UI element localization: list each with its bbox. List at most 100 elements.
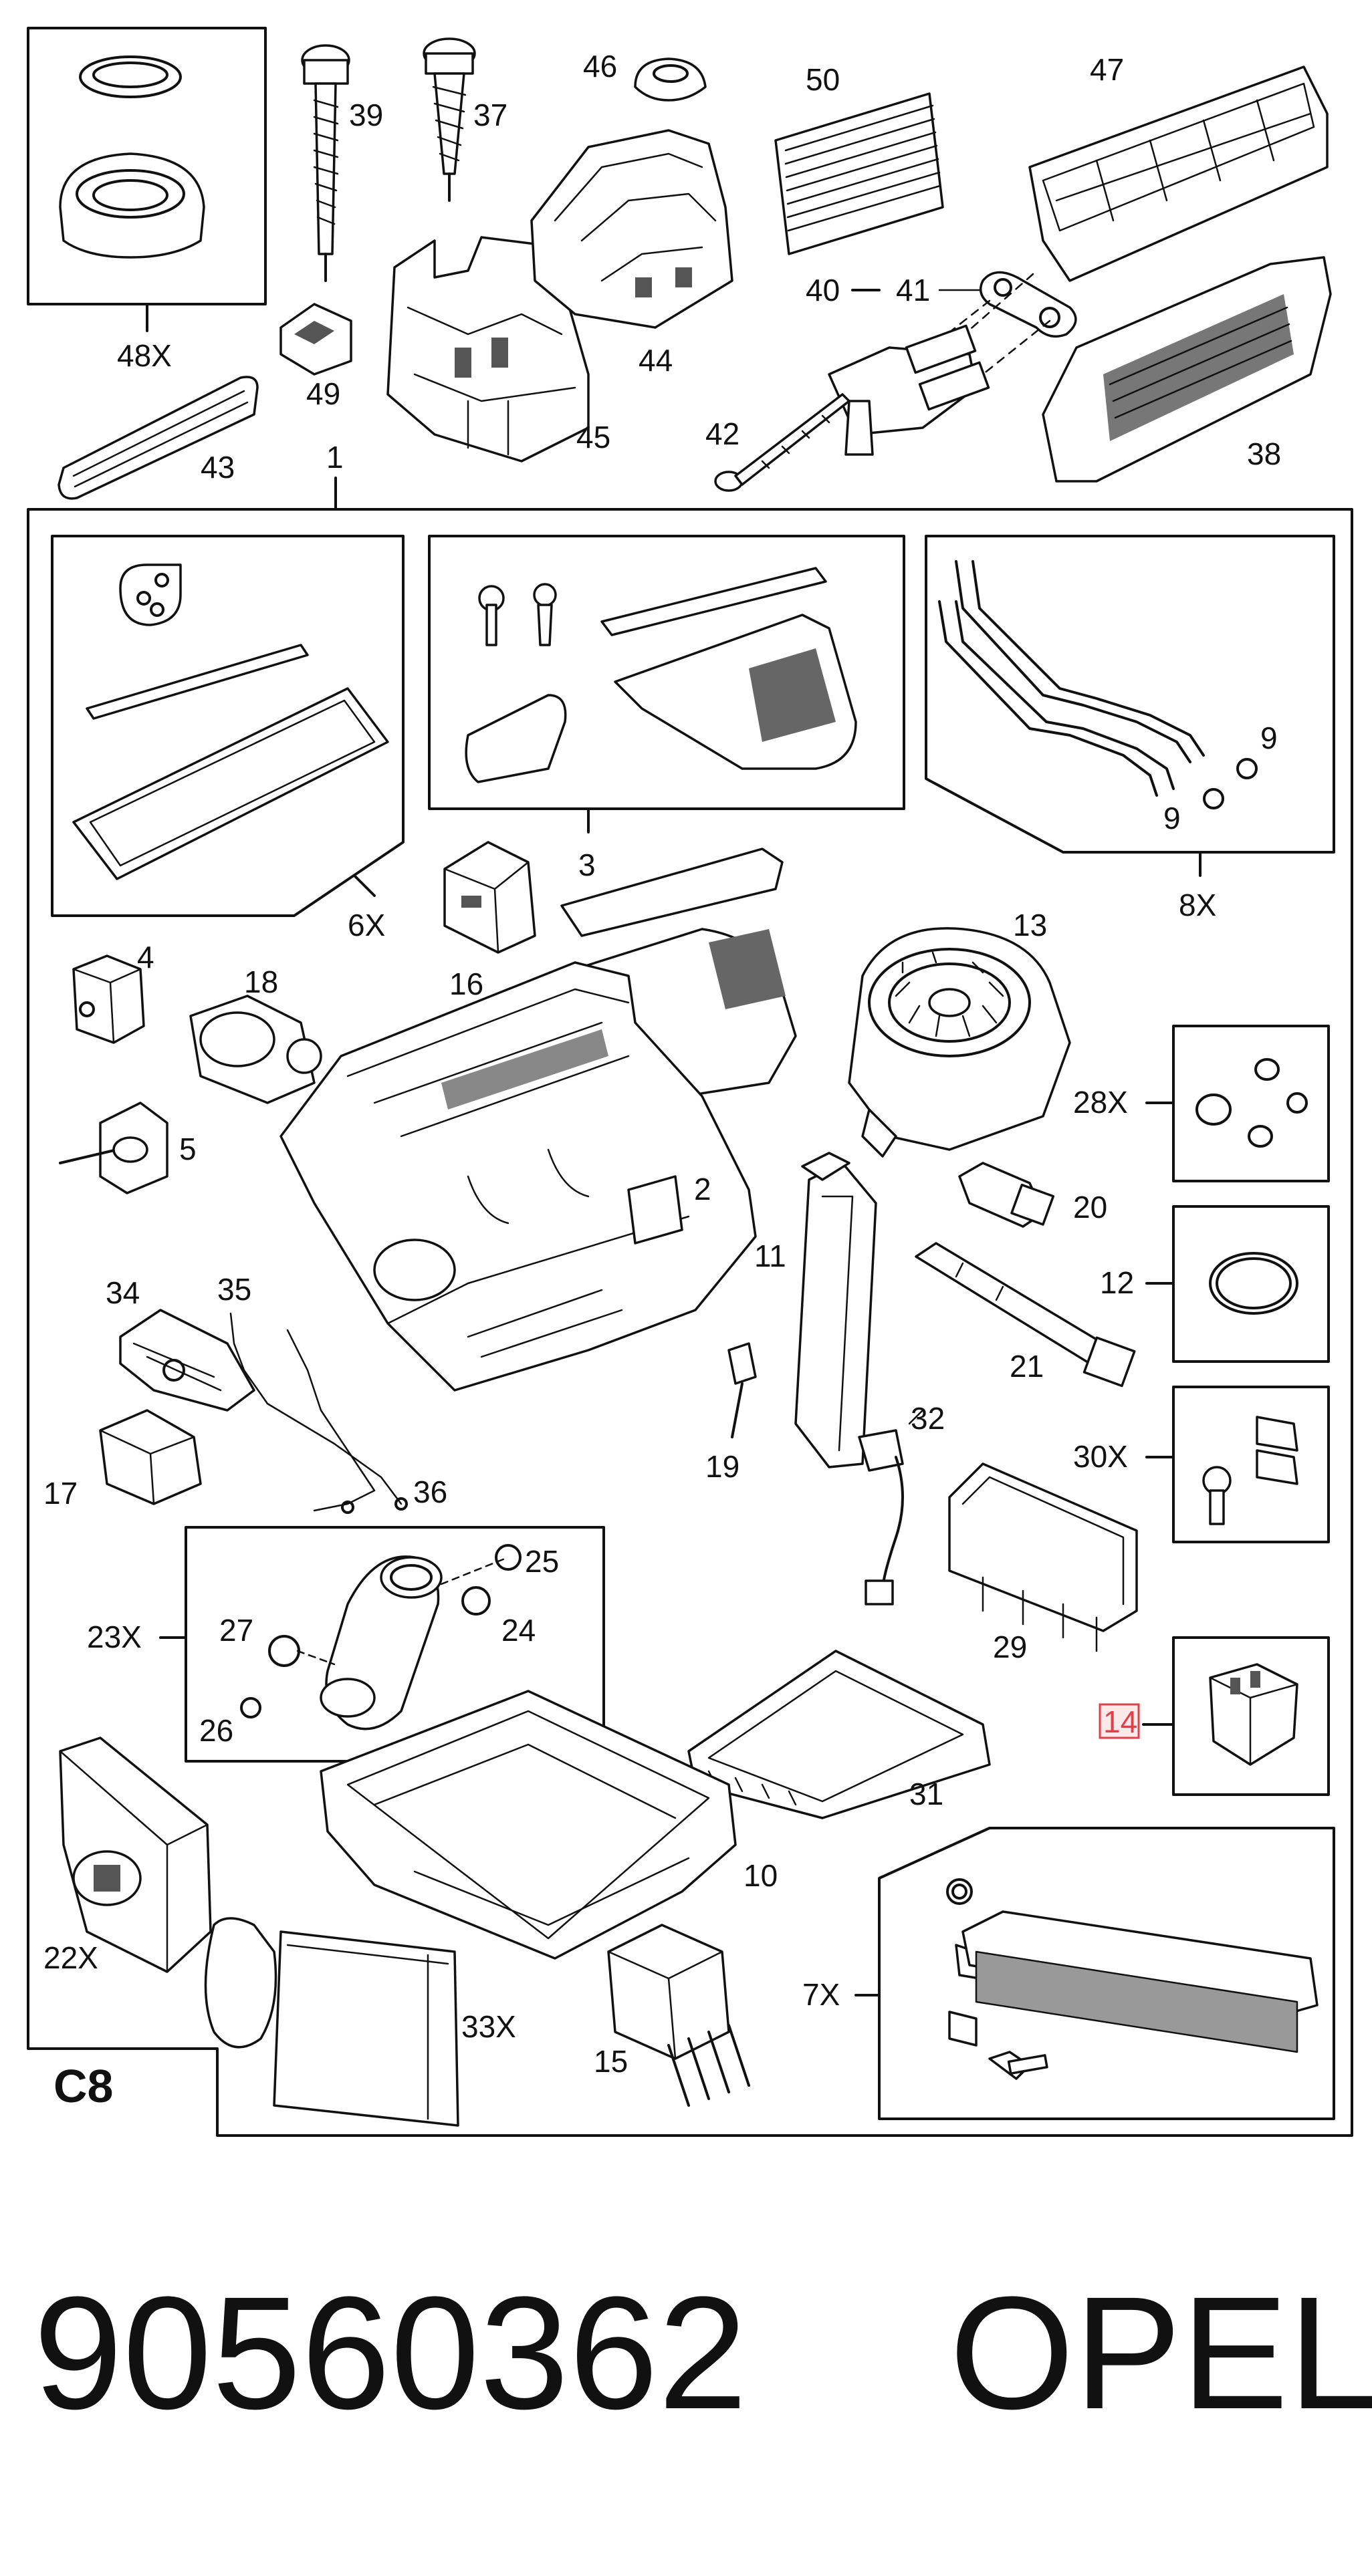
callout-35: 35 xyxy=(217,1272,251,1307)
part-33x-filter xyxy=(204,1917,459,2127)
callout-14-highlight xyxy=(1099,1703,1140,1739)
part-15-connector xyxy=(607,1924,750,2107)
part-8x-pipes xyxy=(925,535,1335,877)
part-36-cable xyxy=(286,1329,376,1492)
part-17-actuator xyxy=(99,1409,202,1505)
part-45-housing xyxy=(386,236,590,463)
callout-16: 16 xyxy=(449,967,483,1001)
part-21-probe xyxy=(915,1242,1136,1388)
callout-18: 18 xyxy=(244,964,278,999)
callout-26: 26 xyxy=(199,1713,233,1748)
callout-8x: 8X xyxy=(1179,888,1216,922)
callout-42: 42 xyxy=(705,416,739,451)
callout-15: 15 xyxy=(594,2044,628,2079)
callout-41: 41 xyxy=(896,273,930,307)
callout-33x: 33X xyxy=(461,2009,516,2044)
part-29-panel xyxy=(948,1462,1138,1652)
callout-2: 2 xyxy=(694,1172,711,1206)
callout-43: 43 xyxy=(201,450,235,485)
part-20-sensor xyxy=(958,1162,1055,1228)
callout-30x: 30X xyxy=(1073,1439,1128,1474)
callout-11: 11 xyxy=(754,1239,786,1273)
part-number: 90560362 xyxy=(33,2263,748,2442)
callout-24: 24 xyxy=(501,1613,536,1648)
part-11-duct xyxy=(794,1152,877,1468)
callout-1: 1 xyxy=(326,440,344,475)
part-34-actuator xyxy=(119,1309,255,1412)
callout-49: 49 xyxy=(306,376,340,411)
part-49-clip xyxy=(279,303,352,376)
part-35-cable xyxy=(229,1312,403,1505)
part-41-gasket xyxy=(979,271,1077,338)
callout-23x: 23X xyxy=(87,1620,142,1654)
main-frame xyxy=(27,508,1353,2137)
brand-name: OPEL xyxy=(949,2263,1372,2442)
part-10-tray xyxy=(320,1690,737,1960)
part-5-actuator xyxy=(59,1102,168,1194)
part-42-bolt xyxy=(714,393,850,492)
callout-48x: 48X xyxy=(117,338,172,373)
part-16-actuator xyxy=(443,841,536,954)
callout-39: 39 xyxy=(349,98,383,132)
callout-40: 40 xyxy=(806,273,840,307)
part-7x-heater-core xyxy=(854,1827,1335,2120)
part-43-gasket xyxy=(58,376,259,500)
part-4-actuator xyxy=(72,954,145,1044)
callout-12: 12 xyxy=(1100,1265,1134,1300)
part-3-kit xyxy=(428,535,905,833)
callout-10: 10 xyxy=(744,1858,778,1893)
part-37-screw xyxy=(423,37,476,202)
part-46-grommet xyxy=(634,57,707,102)
callout-47: 47 xyxy=(1090,52,1124,87)
callout-13: 13 xyxy=(1013,908,1047,942)
callout-25: 25 xyxy=(525,1544,559,1579)
part-32-wiring xyxy=(858,1409,924,1605)
part-30x-kit xyxy=(1145,1386,1330,1543)
part-38-evaporator xyxy=(1042,256,1332,483)
part-14-connector xyxy=(1142,1636,1330,1796)
callout-4: 4 xyxy=(137,940,154,975)
callout-17: 17 xyxy=(43,1476,78,1511)
callout-38: 38 xyxy=(1247,436,1281,471)
callout-50: 50 xyxy=(806,62,840,97)
part-40-valve xyxy=(828,324,990,456)
callout-37: 37 xyxy=(473,98,507,132)
callout-36: 36 xyxy=(413,1474,447,1509)
part-18-actuator xyxy=(189,995,322,1104)
callout-31: 31 xyxy=(909,1777,943,1811)
callout-45: 45 xyxy=(576,420,610,455)
callout-21: 21 xyxy=(1010,1349,1044,1384)
callout-6x: 6X xyxy=(348,908,385,942)
callout-27: 27 xyxy=(219,1613,253,1648)
callout-28x: 28X xyxy=(1073,1085,1128,1120)
callout-3: 3 xyxy=(578,848,596,882)
part-39-screw xyxy=(301,44,350,282)
callout-34: 34 xyxy=(106,1275,140,1310)
callout-20: 20 xyxy=(1073,1190,1107,1225)
callout-9b: 9 xyxy=(1163,801,1181,835)
section-label: C8 xyxy=(53,2060,113,2112)
callout-5: 5 xyxy=(179,1132,197,1166)
part-6x-kit xyxy=(51,535,405,917)
part-50-filter xyxy=(774,92,944,255)
callout-22x: 22X xyxy=(43,1940,98,1975)
part-44-duct xyxy=(530,129,733,329)
part-23x-kit xyxy=(159,1526,605,1763)
part-47-frame xyxy=(1028,66,1329,282)
callout-29: 29 xyxy=(993,1630,1027,1664)
callout-14: 14 xyxy=(1103,1704,1137,1739)
part-48x-seals xyxy=(27,27,267,332)
callout-44: 44 xyxy=(639,343,673,378)
callout-7x: 7X xyxy=(802,1977,840,2012)
callout-9a: 9 xyxy=(1260,721,1278,755)
part-2-heater-housing xyxy=(279,848,797,1392)
callout-46: 46 xyxy=(583,49,617,84)
part-19-clip xyxy=(727,1342,757,1438)
callout-19: 19 xyxy=(705,1449,739,1484)
part-13-blower xyxy=(848,927,1071,1158)
part-22x-housing xyxy=(59,1736,212,1973)
part-28x-seals xyxy=(1145,1025,1330,1182)
part-12-cord xyxy=(1145,1205,1330,1363)
callout-32: 32 xyxy=(911,1401,945,1436)
